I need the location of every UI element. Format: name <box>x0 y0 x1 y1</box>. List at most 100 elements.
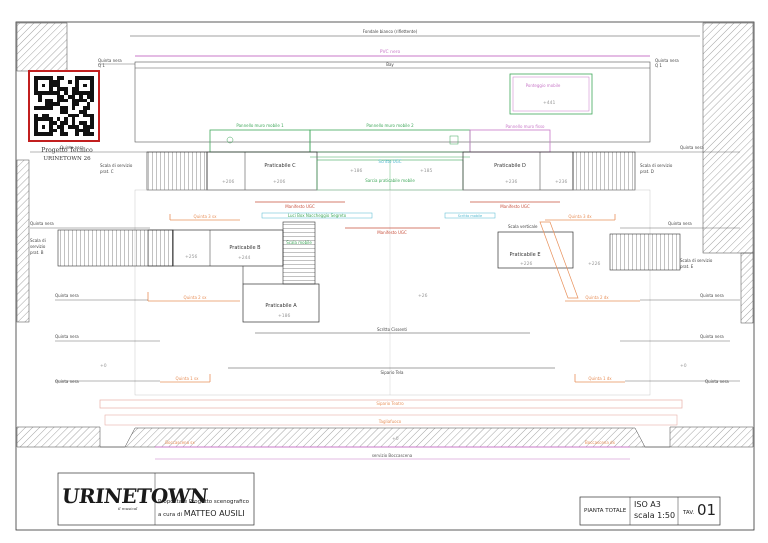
iso-format: ISO A3 <box>634 500 661 509</box>
fondale-label: Fondale bianco (riflettente) <box>363 29 418 34</box>
svg-text:+226: +226 <box>520 261 532 267</box>
scala-mobile <box>282 221 316 285</box>
tav-label: TAV. <box>683 510 695 516</box>
svg-text:Quinta 1 dx: Quinta 1 dx <box>588 376 612 381</box>
svg-text:+186: +186 <box>278 313 290 319</box>
svg-text:+256: +256 <box>185 254 197 260</box>
title-block <box>57 472 255 526</box>
svg-text:+236: +236 <box>555 179 567 185</box>
svg-text:Boccascena sx: Boccascena sx <box>165 440 195 445</box>
svg-text:Pannello muro mobile 1: Pannello muro mobile 1 <box>236 123 284 128</box>
praticabile-a <box>242 283 320 323</box>
svg-text:servizio: servizio <box>30 244 46 249</box>
credit-author: MATTEO AUSILI <box>183 509 245 518</box>
sheet-border <box>15 21 755 531</box>
credit-line-1: Proposta e Progetto scenografico <box>158 499 249 505</box>
bay-label: Bay <box>386 62 394 67</box>
scale-label: scala 1:50 <box>634 511 676 520</box>
quinta-nera-2-left: Quinta nera <box>55 293 79 298</box>
svg-text:Pannello muro fisso: Pannello muro fisso <box>506 124 546 129</box>
svg-text:Praticabile C: Praticabile C <box>264 163 296 169</box>
logo-subtitle: il musical <box>118 506 138 511</box>
svg-text:Quinta 3 dx: Quinta 3 dx <box>568 214 592 219</box>
svg-text:+186: +186 <box>350 168 362 174</box>
svg-text:Sipario Teatro: Sipario Teatro <box>376 401 404 406</box>
svg-text:+185: +185 <box>420 168 432 174</box>
quinta-nera-upper-left: Quinta nera <box>60 145 84 150</box>
svg-text:Manifesto UGC: Manifesto UGC <box>500 204 530 209</box>
scala-servizio-e <box>609 233 681 271</box>
pvc-label: PVC nero <box>380 49 401 55</box>
svg-text:Scritto mobile: Scritto mobile <box>458 214 482 218</box>
svg-text:Scala di servizio: Scala di servizio <box>100 163 133 168</box>
svg-text:Scala di: Scala di <box>30 238 46 243</box>
luci-box: Luci Box Naccheggio Segreto <box>288 213 347 218</box>
svg-text:Q 1: Q 1 <box>655 63 662 68</box>
sipario-teatro <box>99 399 683 409</box>
svg-text:+441: +441 <box>543 100 555 106</box>
svg-text:Scritto UGC: Scritto UGC <box>378 159 401 164</box>
svg-text:+244: +244 <box>238 255 250 261</box>
proscenium-wall <box>16 426 754 448</box>
svg-text:+0: +0 <box>100 363 107 369</box>
quinta-nera-3-left: Quinta nera <box>30 221 54 226</box>
scala-servizio-d <box>572 151 636 191</box>
svg-text:Q 1: Q 1 <box>98 63 105 68</box>
scala-verticale <box>539 221 579 299</box>
svg-text:Quinta 1 sx: Quinta 1 sx <box>176 376 200 381</box>
quinta-nera-1b-left: Quinta nera <box>55 334 79 339</box>
pannello-fisso <box>469 129 551 153</box>
svg-text:Praticabile D: Praticabile D <box>494 163 526 169</box>
credit-prefix: a cura di <box>158 512 183 518</box>
scala-servizio-b <box>57 229 174 267</box>
tav-number: 01 <box>697 501 717 519</box>
title-block-right <box>579 496 721 526</box>
project-subtitle: URINETOWN 26 <box>43 156 91 162</box>
svg-text:Scala di servizio: Scala di servizio <box>640 163 673 168</box>
svg-text:Praticabile A: Praticabile A <box>265 303 297 309</box>
tagliafuoco <box>104 414 678 426</box>
quinta-nera-upper-right: Quinta nera <box>680 145 704 150</box>
svg-text:+206: +206 <box>222 179 234 185</box>
svg-text:+236: +236 <box>505 179 517 185</box>
svg-text:prat. E: prat. E <box>680 264 694 269</box>
project-caption: Progetto Tecnico URINETOWN 26 <box>22 146 112 164</box>
svg-text:prat. B: prat. B <box>30 250 44 255</box>
svg-text:Sipario Tela: Sipario Tela <box>381 370 404 375</box>
wall-right-mid <box>740 252 754 324</box>
h26-marker: +26 <box>418 293 428 299</box>
quinta-nera-q1-left: Quinta nera <box>98 58 122 63</box>
svg-text:Pannello muro mobile 2: Pannello muro mobile 2 <box>366 123 414 128</box>
svg-text:Quinta 2 dx: Quinta 2 dx <box>585 295 609 300</box>
svg-text:Praticabile E: Praticabile E <box>510 252 541 258</box>
svg-text:+0: +0 <box>680 363 687 369</box>
wall-left-top <box>16 22 68 72</box>
svg-text:prat. C: prat. C <box>100 169 114 174</box>
scala-servizio-c <box>146 151 208 191</box>
svg-text:Quinta 2 sx: Quinta 2 sx <box>184 295 208 300</box>
svg-text:Manifesto UGC: Manifesto UGC <box>285 204 315 209</box>
svg-text:Quinta 3 sx: Quinta 3 sx <box>194 214 218 219</box>
wall-left-mid <box>16 159 30 323</box>
pannello-mobile-2 <box>309 129 471 153</box>
svg-text:+206: +206 <box>273 179 285 185</box>
praticabile-b <box>172 229 284 267</box>
svg-text:Manifesto UGC: Manifesto UGC <box>377 230 407 235</box>
credits: Proposta e Progetto scenografico a cura … <box>158 496 249 521</box>
svg-text:Ponteggio mobile: Ponteggio mobile <box>526 83 561 88</box>
ponteggio-mobile <box>509 73 593 115</box>
qr-code <box>28 70 100 142</box>
svg-text:prat. D: prat. D <box>640 169 654 174</box>
project-title: Progetto Tecnico <box>41 147 93 154</box>
pannello-mobile-1 <box>209 129 311 153</box>
quinta-nera-3-right: Quinta nera <box>668 221 692 226</box>
quinta-nera-q1-right: Quinta nera <box>655 58 679 63</box>
quinta-nera-1-left: Quinta nera <box>55 379 79 384</box>
svg-text:Scala verticale: Scala verticale <box>508 224 538 229</box>
svg-text:Tagliafuoco: Tagliafuoco <box>378 419 402 424</box>
svg-text:+226: +226 <box>588 261 600 267</box>
svg-text:+0: +0 <box>392 436 399 442</box>
pianta-totale: PIANTA TOTALE <box>584 508 627 514</box>
svg-text:servizio Boccascena: servizio Boccascena <box>372 453 413 458</box>
